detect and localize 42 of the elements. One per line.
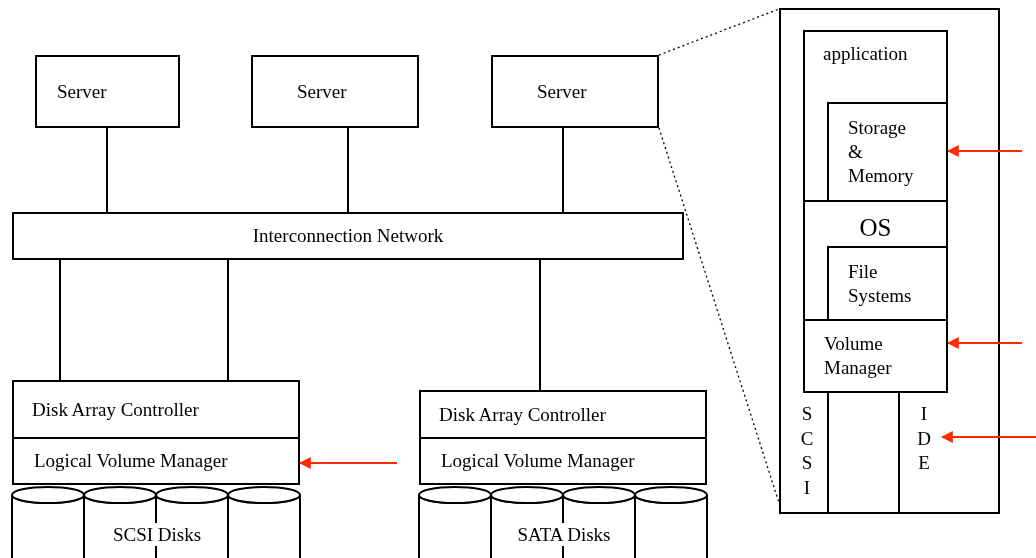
arrow [940, 431, 1036, 443]
box-label: Interconnection Network [252, 224, 444, 248]
zoom-line [658, 127, 781, 507]
arrow [946, 145, 1023, 157]
server-box [491, 55, 659, 128]
network-box [12, 212, 684, 260]
box-label: application [823, 42, 908, 66]
box-label: Server [537, 79, 587, 104]
box-label: File Systems [848, 260, 913, 308]
connector-line [59, 259, 61, 381]
box-label: Volume Manager [824, 332, 893, 380]
volume-manager-box [12, 437, 300, 485]
zoom-box [779, 8, 1000, 514]
volume-manager-box [803, 319, 948, 393]
box-label: Disk Array Controller [32, 397, 199, 422]
interface-label: IDE [917, 402, 931, 476]
connector-line [227, 259, 229, 381]
connector-line [562, 127, 564, 213]
file-systems-box [827, 246, 948, 322]
controller-box [419, 390, 707, 439]
interface-label: SCSI [800, 402, 814, 501]
connector-line [539, 259, 541, 391]
server-box [251, 55, 419, 128]
box-label: Disk Array Controller [439, 402, 606, 427]
box-label: Logical Volume Manager [34, 449, 228, 473]
box-label: Storage & Memory [848, 116, 915, 188]
box-label: Server [297, 79, 347, 104]
arrow [946, 337, 1023, 349]
os-box [803, 200, 948, 322]
arrow [298, 457, 398, 469]
zoom-line [658, 8, 780, 56]
box-label: OS [859, 213, 892, 243]
storage-box [827, 102, 948, 202]
disk-label: SATA Disks [515, 522, 613, 547]
connector-line [347, 127, 349, 213]
connector-line [106, 127, 108, 213]
server-box [35, 55, 180, 128]
controller-box [12, 380, 300, 439]
box-label: Server [57, 79, 107, 104]
box-label: Logical Volume Manager [441, 449, 635, 473]
volume-manager-box [419, 437, 707, 485]
application-box [803, 30, 948, 202]
